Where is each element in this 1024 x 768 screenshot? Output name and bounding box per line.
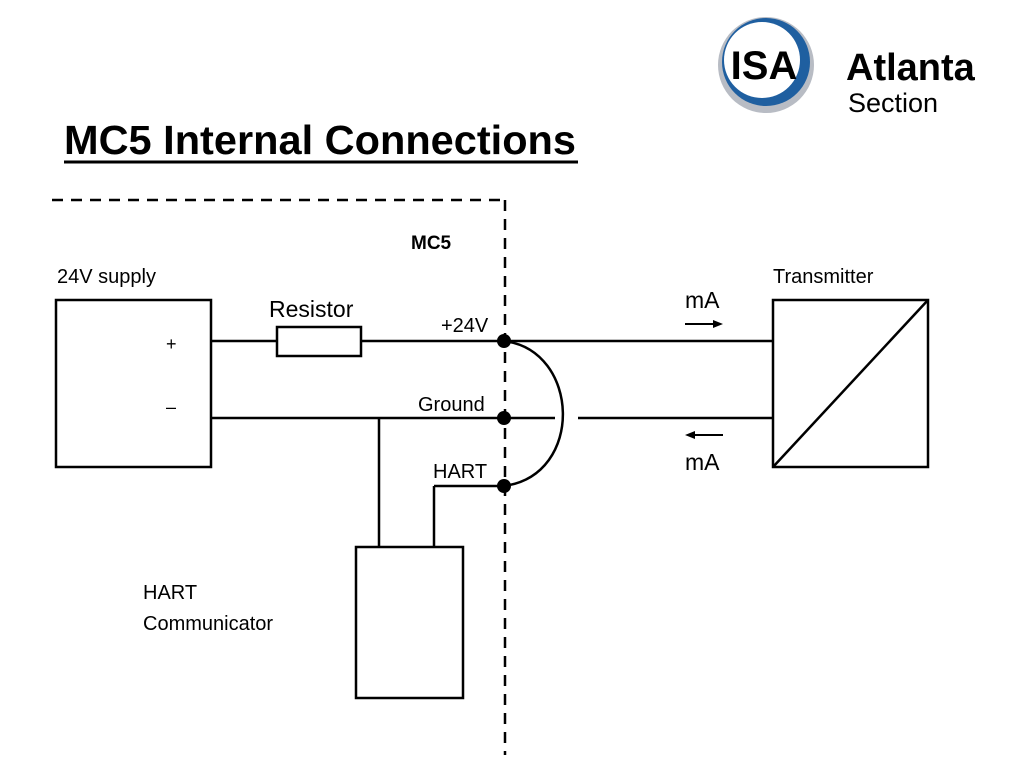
supply-box: [54, 298, 213, 469]
hart-line: [432, 484, 504, 547]
positive-line: [211, 325, 773, 358]
supply-plus-label: +: [166, 334, 177, 354]
logo-atlanta-text: Atlanta: [846, 47, 976, 89]
arrow-right-icon: [685, 320, 723, 328]
hart-communicator-label-line1: HART: [143, 582, 197, 604]
supply-label: 24V supply: [57, 266, 156, 288]
current-label-top: mA: [685, 287, 720, 313]
page-title: MC5 Internal Connections: [64, 117, 576, 163]
terminal-hart-label: HART: [433, 461, 487, 483]
transmitter-label: Transmitter: [773, 266, 874, 288]
terminal-hart-dot: [497, 479, 511, 493]
mc5-boundary: [52, 198, 507, 755]
logo-section-text: Section: [848, 88, 938, 118]
isa-atlanta-logo: ISA Atlanta Section: [718, 17, 976, 118]
isa-badge-text: ISA: [731, 44, 798, 88]
transmitter-box: [771, 298, 930, 469]
isa-badge-icon: ISA: [718, 17, 814, 113]
transmitter-diagonal: [772, 299, 929, 468]
current-label-bottom: mA: [685, 449, 720, 475]
terminal-ground-dot: [497, 411, 511, 425]
ground-line: [211, 416, 773, 547]
terminal-24v-dot: [497, 334, 511, 348]
resistor-label: Resistor: [269, 296, 354, 322]
hart-communicator-label-line2: Communicator: [143, 613, 273, 635]
internal-jumper-arc: [503, 339, 565, 488]
mc5-label: MC5: [411, 233, 452, 254]
hart-communicator-box: [354, 545, 465, 700]
resistor-symbol: [275, 325, 363, 358]
supply-minus-label: –: [166, 397, 176, 417]
terminal-ground-label: Ground: [418, 394, 485, 416]
terminal-24v-label: +24V: [441, 315, 489, 337]
arrow-left-icon: [685, 431, 723, 439]
